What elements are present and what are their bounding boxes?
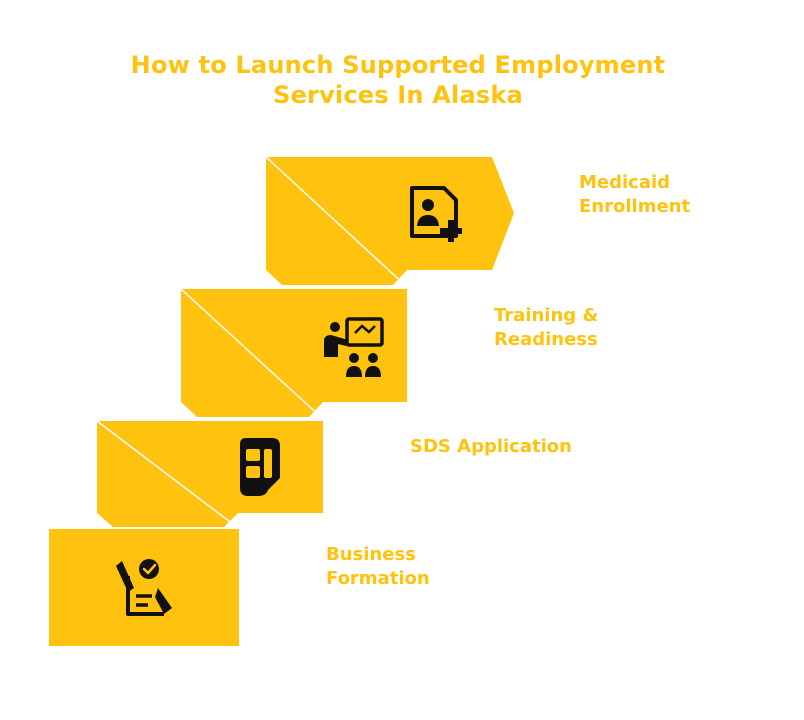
step-block: [97, 421, 323, 527]
title-line-2: Services In Alaska: [273, 81, 523, 109]
signed-checklist-icon: [116, 559, 172, 616]
step-label-medicaid-enrollment: Medicaid Enrollment: [579, 171, 690, 219]
step-medicaid-enrollment: [265, 156, 514, 288]
step-label-line-1: Training &: [494, 305, 599, 326]
step-label-line-1: Business: [326, 544, 416, 565]
step-label-line-2: Enrollment: [579, 196, 691, 217]
step-training-readiness: [180, 288, 407, 420]
fold-line: [180, 288, 324, 420]
step-label-line-2: Formation: [326, 568, 430, 589]
fold-line: [96, 420, 239, 529]
presentation-audience-icon: [324, 317, 384, 377]
step-label-line-2: Readiness: [494, 329, 598, 350]
step-label-business-formation: Business Formation: [326, 543, 430, 591]
step-label-line-1: SDS Application: [410, 436, 572, 457]
step-block: [266, 157, 514, 285]
step-label-line-1: Medicaid: [579, 172, 671, 193]
step-label-training-readiness: Training & Readiness: [494, 304, 598, 352]
step-label-sds-application: SDS Application: [410, 435, 572, 459]
step-block: [181, 289, 407, 417]
fold-line: [265, 156, 408, 288]
mobile-form-icon: [240, 438, 280, 496]
title-line-1: How to Launch Supported Employment: [130, 51, 666, 79]
user-document-plus-icon: [410, 186, 462, 242]
step-business-formation: [49, 529, 239, 646]
step-block: [49, 529, 239, 646]
diagram-title: How to Launch Supported Employment Servi…: [0, 50, 796, 110]
step-sds-application: [96, 420, 323, 529]
